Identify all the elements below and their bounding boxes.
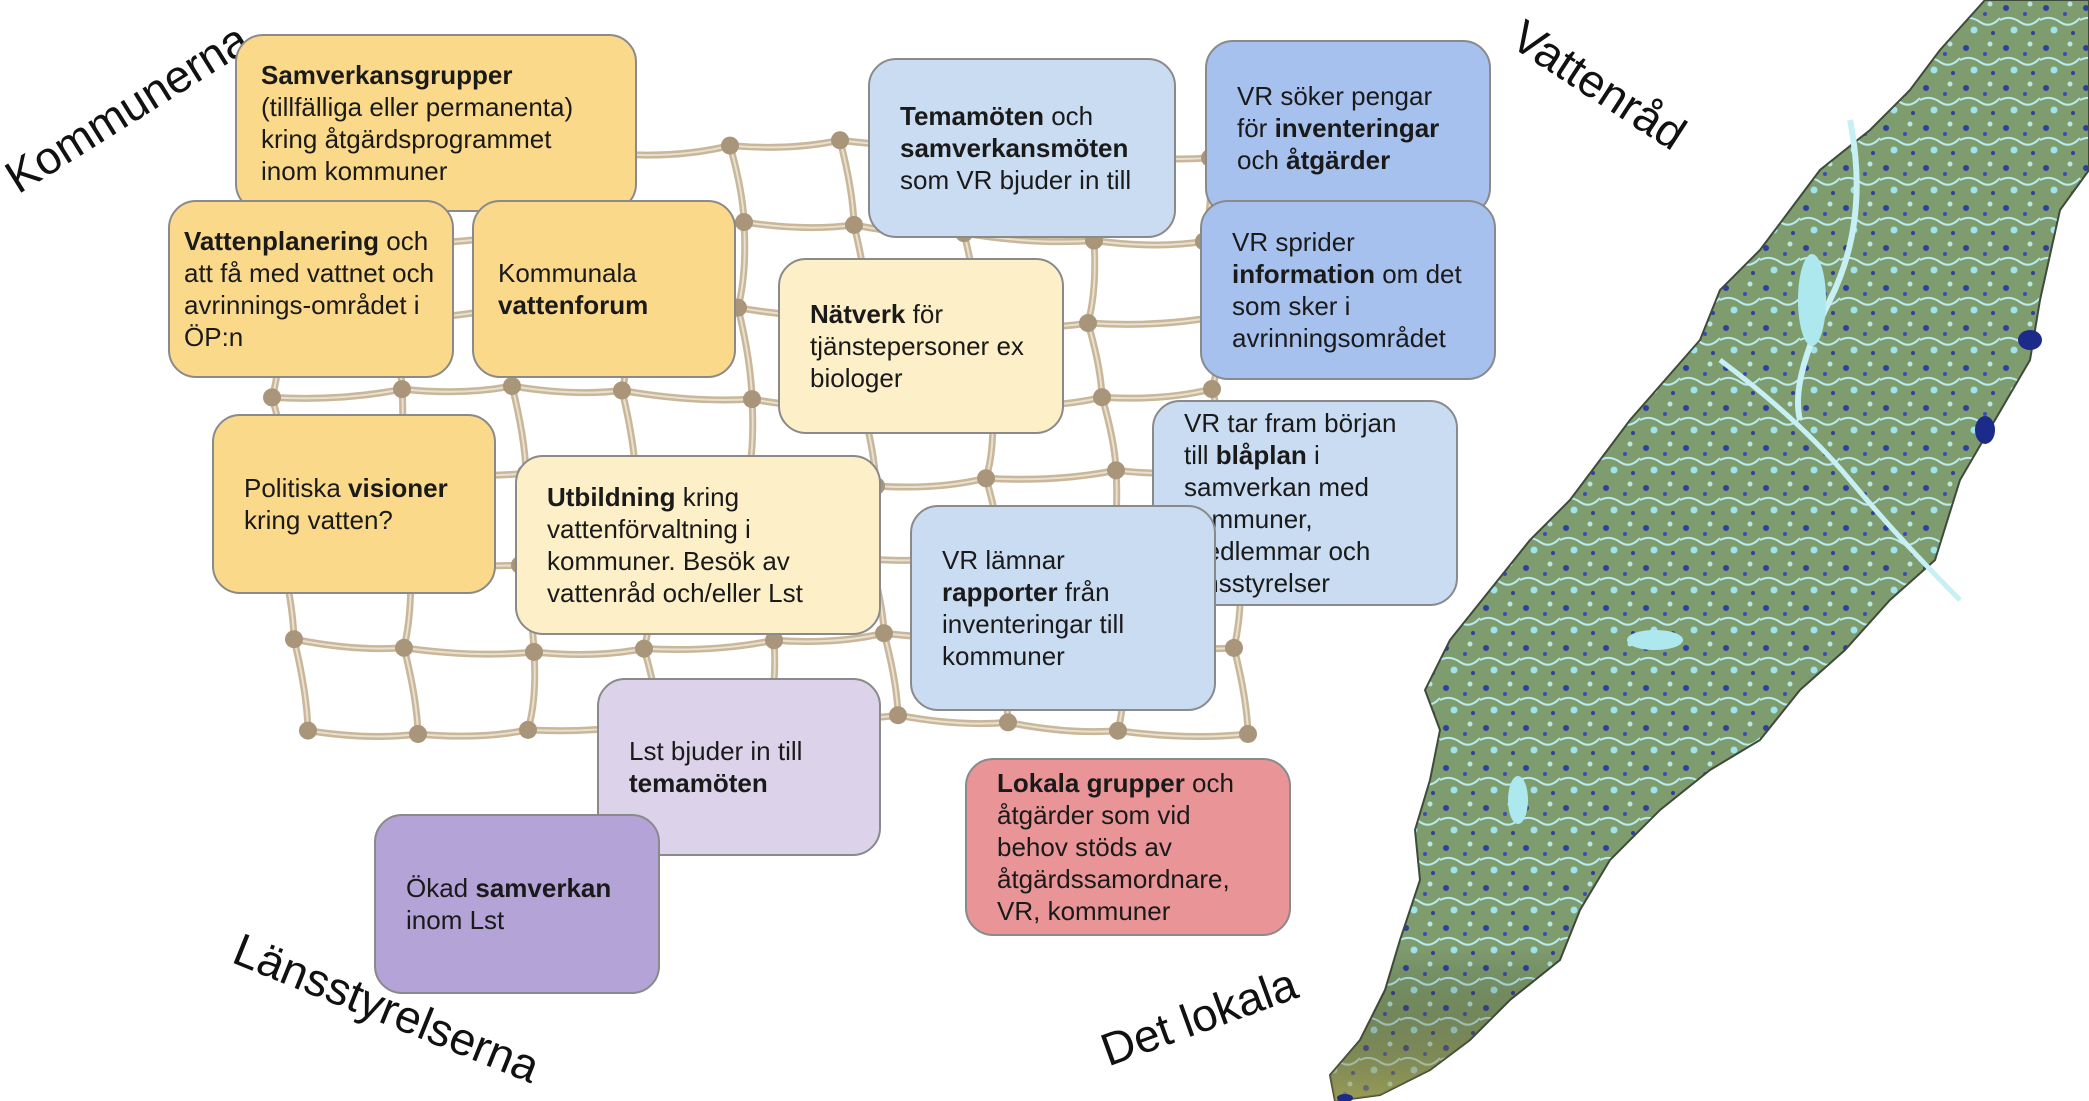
rope-knot — [831, 131, 849, 150]
rope-knot — [743, 390, 761, 409]
rope-knot — [635, 639, 653, 658]
rope-knot — [735, 213, 753, 232]
rope-knot — [1225, 638, 1243, 657]
box-natverk: Nätverk för tjänstepersoner ex biologer — [778, 258, 1064, 434]
rope-knot — [875, 624, 893, 643]
rope-segment — [511, 385, 623, 394]
rope-knot — [525, 642, 543, 661]
rope-segment — [403, 646, 535, 656]
box-vr-tar-fram: VR tar fram början till blåplan i samver… — [1152, 400, 1458, 606]
rope-knot — [1107, 461, 1125, 480]
rope-knot — [519, 720, 537, 739]
rope-segment — [773, 632, 885, 643]
rope-segment — [271, 388, 403, 400]
rope-segment — [729, 139, 841, 149]
rope-segment — [621, 389, 753, 401]
rope-knot — [409, 724, 427, 743]
rope-knot — [613, 381, 631, 400]
rope-knot — [765, 631, 783, 650]
rope-knot — [285, 630, 303, 649]
box-lokala-grupper: Lokala grupper och åtgärder som vid beho… — [965, 758, 1291, 936]
rope-segment — [875, 477, 987, 489]
rope-knot — [999, 713, 1017, 732]
rope-knot — [721, 136, 739, 155]
box-vr-lamnar: VR lämnar rapporter från inventeringar t… — [910, 505, 1216, 711]
rope-knot — [1079, 314, 1097, 333]
rope-knot — [263, 388, 281, 407]
rope-knot — [1109, 721, 1127, 740]
box-kommunala-vattenforum: Kommunala vattenforum — [472, 200, 736, 378]
rope-knot — [1203, 380, 1221, 399]
rope-segment — [417, 728, 529, 738]
rope-knot — [299, 721, 317, 740]
rope-segment — [743, 221, 855, 229]
rope-segment — [307, 729, 419, 738]
rope-segment — [1117, 729, 1249, 738]
rope-segment — [1101, 388, 1213, 400]
rope-segment — [533, 647, 645, 656]
rope-segment — [985, 469, 1117, 481]
rope-segment — [897, 714, 1009, 725]
rope-knot — [845, 215, 863, 234]
rope-segment — [293, 638, 405, 650]
rope-knot — [1239, 724, 1257, 743]
rope-knot — [889, 706, 907, 725]
box-temamoten-vr: Temamöten och samverkansmöten som VR bju… — [868, 58, 1176, 238]
box-politiska-visioner: Politiska visioner kring vatten? — [212, 414, 496, 594]
rope-knot — [1093, 388, 1111, 407]
rope-segment — [643, 639, 775, 651]
rope-segment — [1093, 239, 1205, 246]
box-utbildning: Utbildning kring vattenförvaltning i kom… — [515, 455, 881, 635]
rope-knot — [393, 380, 411, 399]
box-okad-samverkan: Ökad samverkan inom Lst — [374, 814, 660, 994]
rope-knot — [977, 469, 995, 488]
box-vattenplanering: Vattenplanering och att få med vattnet o… — [168, 200, 454, 378]
box-samverkansgrupper: Samverkansgrupper (tillfälliga eller per… — [235, 34, 637, 212]
rope-segment — [401, 385, 513, 393]
rope-segment — [1007, 721, 1119, 733]
box-vr-soker: VR söker pengar för inventeringar och åt… — [1205, 40, 1491, 216]
box-vr-sprider: VR sprider information om det som sker i… — [1200, 200, 1496, 380]
rope-knot — [395, 638, 413, 657]
rope-knot — [503, 377, 521, 396]
